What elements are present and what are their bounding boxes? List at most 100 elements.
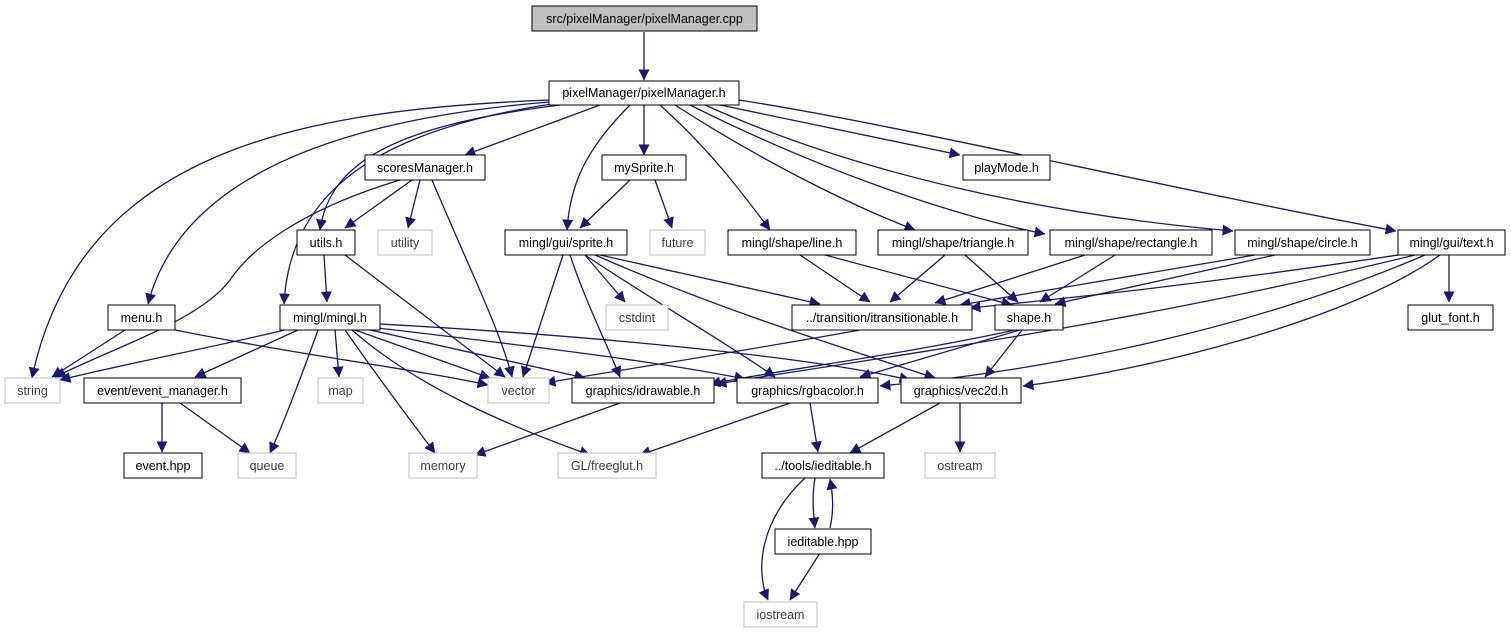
edge-scores-to-utility bbox=[405, 179, 421, 229]
node-label: mingl/gui/text.h bbox=[1409, 236, 1493, 250]
edge-sprite-to-cstdint bbox=[584, 254, 626, 303]
edge-text-to-itrans bbox=[969, 253, 1406, 313]
node-label: mingl/gui/sprite.h bbox=[519, 236, 614, 250]
node-label: glut_font.h bbox=[1421, 311, 1479, 325]
node-shape-h[interactable]: shape.h bbox=[994, 304, 1064, 331]
edge-circle-to-shape bbox=[1054, 254, 1276, 308]
node-ostream[interactable]: ostream bbox=[924, 452, 996, 479]
node-utility[interactable]: utility bbox=[377, 229, 433, 256]
edge-line-to-shape bbox=[824, 254, 1013, 308]
node-mingl-gui-sprite-h[interactable]: mingl/gui/sprite.h bbox=[504, 229, 628, 256]
edge-scores-to-utils bbox=[344, 179, 413, 229]
edge-line-to-itrans bbox=[799, 254, 871, 303]
node-label: graphics/idrawable.h bbox=[586, 384, 701, 398]
node-menu-h[interactable]: menu.h bbox=[107, 304, 176, 331]
edge-evmgr-to-queue bbox=[179, 402, 251, 454]
node-label: map bbox=[328, 384, 352, 398]
node-mingl-shape-circle-h[interactable]: mingl/shape/circle.h bbox=[1234, 229, 1371, 256]
node-mysprite-h[interactable]: mySprite.h bbox=[601, 154, 687, 181]
edge-pixelmanager-h-to-circle bbox=[704, 104, 1234, 236]
edge-circle-to-itrans bbox=[959, 254, 1256, 309]
edge-text-to-idraw bbox=[715, 254, 1416, 388]
edge-pixelmanager-h-to-scores bbox=[464, 104, 601, 157]
node-mingl-shape-line-h[interactable]: mingl/shape/line.h bbox=[727, 229, 857, 256]
edge-shape-to-vec2d bbox=[984, 329, 1023, 378]
node-playmode-h[interactable]: playMode.h bbox=[962, 154, 1051, 181]
edge-triangle-to-shape bbox=[964, 254, 1019, 303]
node-event-hpp[interactable]: event.hpp bbox=[123, 452, 203, 479]
edge-shape-to-rgba bbox=[859, 329, 1021, 380]
node-graphics-vec2d-h[interactable]: graphics/vec2d.h bbox=[900, 377, 1022, 404]
edge-mingl-to-vector bbox=[354, 329, 491, 380]
node-graphics-idrawable-h[interactable]: graphics/idrawable.h bbox=[571, 377, 715, 404]
edge-rectangle-to-itrans bbox=[934, 254, 1086, 306]
node-glut-font-h[interactable]: glut_font.h bbox=[1407, 304, 1494, 331]
edges-layer bbox=[28, 32, 1455, 601]
node-memory[interactable]: memory bbox=[408, 452, 478, 479]
edge-mysprite-to-sprite bbox=[579, 179, 631, 229]
edge-ieditable-to-ieditablehpp bbox=[808, 477, 820, 529]
node-mingl-gui-text-h[interactable]: mingl/gui/text.h bbox=[1397, 229, 1506, 256]
edge-text-to-vec2d bbox=[1022, 254, 1441, 391]
node-label: event.hpp bbox=[136, 459, 191, 473]
edge-mingl-to-vec2d bbox=[379, 323, 911, 384]
edge-scores-to-vector bbox=[431, 179, 515, 378]
edge-pixelmanager-h-to-triangle bbox=[674, 104, 916, 232]
node-cstdint[interactable]: cstdint bbox=[605, 304, 669, 331]
node-pixelmanager-cpp[interactable]: src/pixelManager/pixelManager.cpp bbox=[531, 5, 758, 32]
node-label: GL/freeglut.h bbox=[571, 459, 643, 473]
edge-mysprite-to-future bbox=[654, 179, 674, 229]
edge-pixelmanager-h-to-menu bbox=[145, 101, 550, 305]
edge-idraw-to-memory bbox=[474, 402, 621, 457]
node-mingl-mingl-h[interactable]: mingl/mingl.h bbox=[279, 304, 381, 331]
node-label: utility bbox=[391, 236, 420, 250]
node-queue[interactable]: queue bbox=[237, 452, 297, 479]
node-label: ieditable.hpp bbox=[788, 535, 859, 549]
edge-mingl-to-queue bbox=[269, 329, 319, 454]
node-label: vector bbox=[501, 384, 535, 398]
edge-ieditablehpp-to-iostream bbox=[789, 552, 821, 601]
edge-mingl-to-freeglut bbox=[351, 329, 591, 457]
edge-sprite-to-itrans bbox=[599, 254, 821, 308]
edge-utils-to-vector bbox=[344, 254, 506, 378]
node-iostream[interactable]: iostream bbox=[743, 601, 818, 628]
edge-ieditable-to-iostream bbox=[758, 477, 806, 601]
node-itransitionable-h[interactable]: ../transition/itransitionable.h bbox=[791, 304, 973, 331]
node-label: shape.h bbox=[1007, 311, 1052, 325]
node-label: menu.h bbox=[121, 311, 163, 325]
node-ieditable-hpp[interactable]: ieditable.hpp bbox=[774, 528, 872, 555]
edge-pixelmanager-h-to-rectangle bbox=[689, 104, 1046, 238]
edge-mingl-to-memory bbox=[344, 329, 436, 454]
node-label: queue bbox=[250, 459, 285, 473]
node-vector[interactable]: vector bbox=[487, 377, 550, 404]
edge-menu-to-vector bbox=[174, 329, 489, 389]
node-label: scoresManager.h bbox=[377, 161, 473, 175]
edge-pixelmanager-h-to-string bbox=[28, 99, 550, 379]
node-graphics-rgbacolor-h[interactable]: graphics/rgbacolor.h bbox=[736, 377, 879, 404]
edge-pixelmanager-h-to-text bbox=[738, 99, 1397, 235]
node-mingl-shape-triangle-h[interactable]: mingl/shape/triangle.h bbox=[877, 229, 1029, 256]
node-label: graphics/vec2d.h bbox=[914, 384, 1009, 398]
node-utils-h[interactable]: utils.h bbox=[296, 229, 356, 256]
edge-utils-to-mingl bbox=[320, 254, 332, 303]
edge-pixelmanager-h-to-utils bbox=[316, 104, 561, 231]
node-scoresmanager-h[interactable]: scoresManager.h bbox=[364, 154, 486, 181]
node-event-manager-h[interactable]: event/event_manager.h bbox=[83, 377, 242, 404]
node-tools-ieditable-h[interactable]: ../tools/ieditable.h bbox=[761, 452, 885, 479]
edge-sprite-to-vector bbox=[521, 254, 564, 378]
node-label: ../transition/itransitionable.h bbox=[806, 311, 958, 325]
node-label: mingl/shape/line.h bbox=[742, 236, 843, 250]
node-label: mySprite.h bbox=[614, 161, 674, 175]
node-map[interactable]: map bbox=[317, 377, 364, 404]
edge-rectangle-to-shape bbox=[1039, 254, 1116, 303]
edge-mingl-to-map bbox=[332, 329, 344, 378]
node-mingl-shape-rectangle-h[interactable]: mingl/shape/rectangle.h bbox=[1049, 229, 1213, 256]
node-label: mingl/shape/triangle.h bbox=[892, 236, 1014, 250]
node-string[interactable]: string bbox=[4, 377, 61, 404]
node-future[interactable]: future bbox=[649, 229, 706, 256]
node-gl-freeglut-h[interactable]: GL/freeglut.h bbox=[557, 452, 657, 479]
edge-rgba-to-freeglut bbox=[639, 402, 791, 457]
edge-mingl-to-evmgr bbox=[194, 329, 299, 378]
node-pixelmanager-h[interactable]: pixelManager/pixelManager.h bbox=[548, 80, 740, 106]
